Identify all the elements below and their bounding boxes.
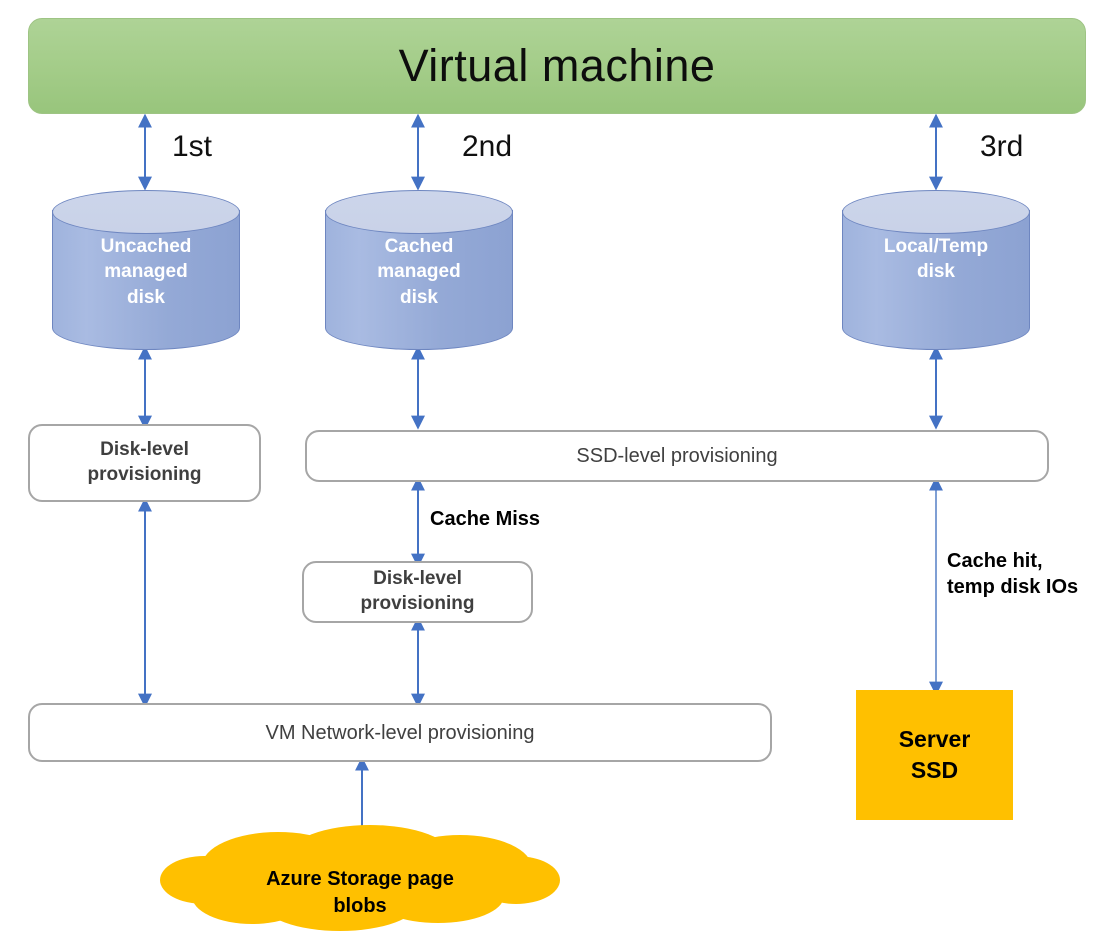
box-disk-level-provisioning-left[interactable]: Disk-level provisioning [28, 424, 261, 502]
box-label: Server SSD [898, 725, 971, 783]
disk-uncached-managed-disk[interactable]: Uncached managed disk [52, 190, 240, 350]
box-ssd-level-provisioning[interactable]: SSD-level provisioning [305, 430, 1049, 482]
disk-cached-managed-disk[interactable]: Cached managed disk [325, 190, 513, 350]
disk-label: Cached managed disk [377, 236, 461, 308]
box-vm-network-level-provisioning[interactable]: VM Network-level provisioning [28, 703, 772, 762]
ordinal-label-first: 1st [172, 130, 213, 163]
box-label: Disk-level provisioning [360, 568, 475, 614]
box-label: SSD-level provisioning [576, 445, 778, 467]
cloud-label: Azure Storage page blobs [266, 868, 454, 917]
cylinder-top-ellipse [325, 190, 513, 234]
page-title: Virtual machine [398, 40, 716, 91]
ordinal-label-third: 3rd [980, 130, 1024, 163]
cylinder-top-ellipse [52, 190, 240, 234]
edge-label-cache-hit: Cache hit, temp disk IOs [947, 550, 1079, 598]
cloud-shape-icon [160, 825, 560, 931]
box-disk-level-provisioning-middle[interactable]: Disk-level provisioning [302, 561, 533, 623]
edge-label-cache-miss: Cache Miss [430, 508, 541, 530]
virtual-machine-header[interactable]: Virtual machine [28, 18, 1086, 114]
cylinder-top-ellipse [842, 190, 1030, 234]
box-label: VM Network-level provisioning [265, 721, 535, 744]
disk-label: Uncached managed disk [100, 236, 192, 308]
cloud-azure-storage-page-blobs[interactable]: Azure Storage page blobs [160, 818, 560, 931]
ordinal-label-second: 2nd [462, 130, 513, 163]
box-server-ssd[interactable]: Server SSD [856, 690, 1013, 820]
box-label: Disk-level provisioning [87, 439, 202, 485]
disk-local-temp-disk[interactable]: Local/Temp disk [842, 190, 1030, 350]
disk-label: Local/Temp disk [883, 236, 989, 283]
